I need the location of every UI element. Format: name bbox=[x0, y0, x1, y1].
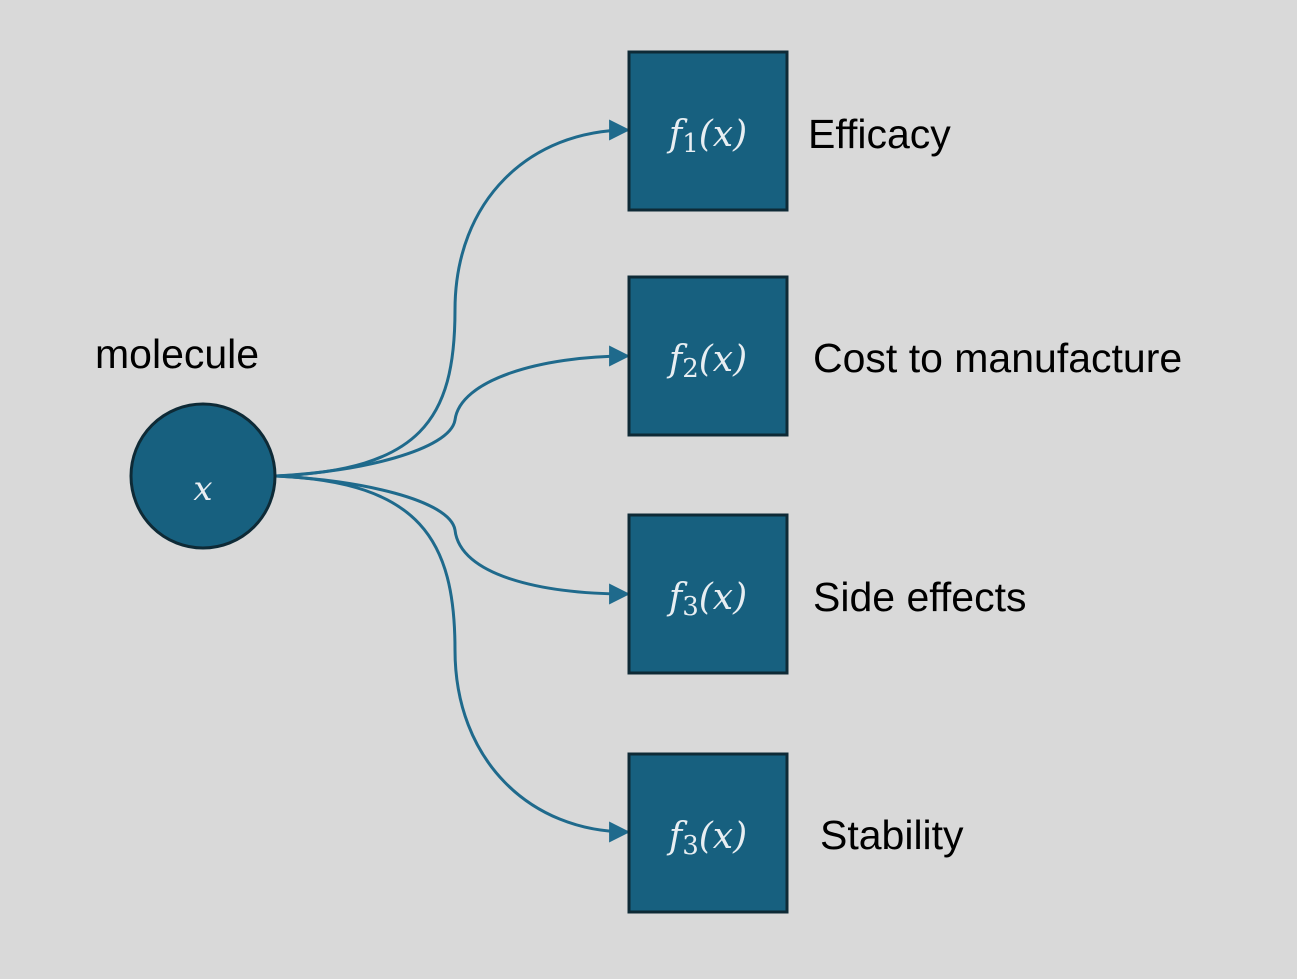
molecule-caption: molecule bbox=[95, 331, 259, 377]
function-node-4: f3(x) bbox=[627, 752, 789, 914]
function-index: 3 bbox=[682, 831, 699, 861]
svg-text:f2(x): f2(x) bbox=[666, 339, 747, 384]
function-arg: (x) bbox=[699, 816, 747, 857]
label-efficacy: Efficacy bbox=[808, 111, 951, 157]
function-index: 1 bbox=[682, 129, 699, 159]
label-cost-to-manufacture: Cost to manufacture bbox=[813, 335, 1182, 381]
label-side-effects: Side effects bbox=[813, 574, 1027, 620]
svg-text:f3(x): f3(x) bbox=[666, 577, 747, 622]
edge-to-f1 bbox=[275, 119, 631, 478]
function-node-3: f3(x) bbox=[627, 513, 789, 675]
function-index: 3 bbox=[682, 592, 699, 622]
function-index: 2 bbox=[682, 354, 699, 384]
function-arg: (x) bbox=[699, 339, 747, 380]
svg-text:f3(x): f3(x) bbox=[666, 816, 747, 861]
edge-to-f4 bbox=[275, 474, 631, 843]
function-node-1: f1(x) bbox=[627, 50, 789, 212]
edge-to-f2 bbox=[275, 345, 631, 478]
molecule-variable: x bbox=[193, 469, 212, 509]
function-arg: (x) bbox=[699, 114, 747, 155]
label-stability: Stability bbox=[820, 812, 964, 858]
molecule-node bbox=[129, 402, 277, 550]
svg-text:f1(x): f1(x) bbox=[666, 114, 747, 159]
edge-to-f3 bbox=[275, 474, 631, 605]
function-node-2: f2(x) bbox=[627, 275, 789, 437]
function-arg: (x) bbox=[699, 577, 747, 618]
